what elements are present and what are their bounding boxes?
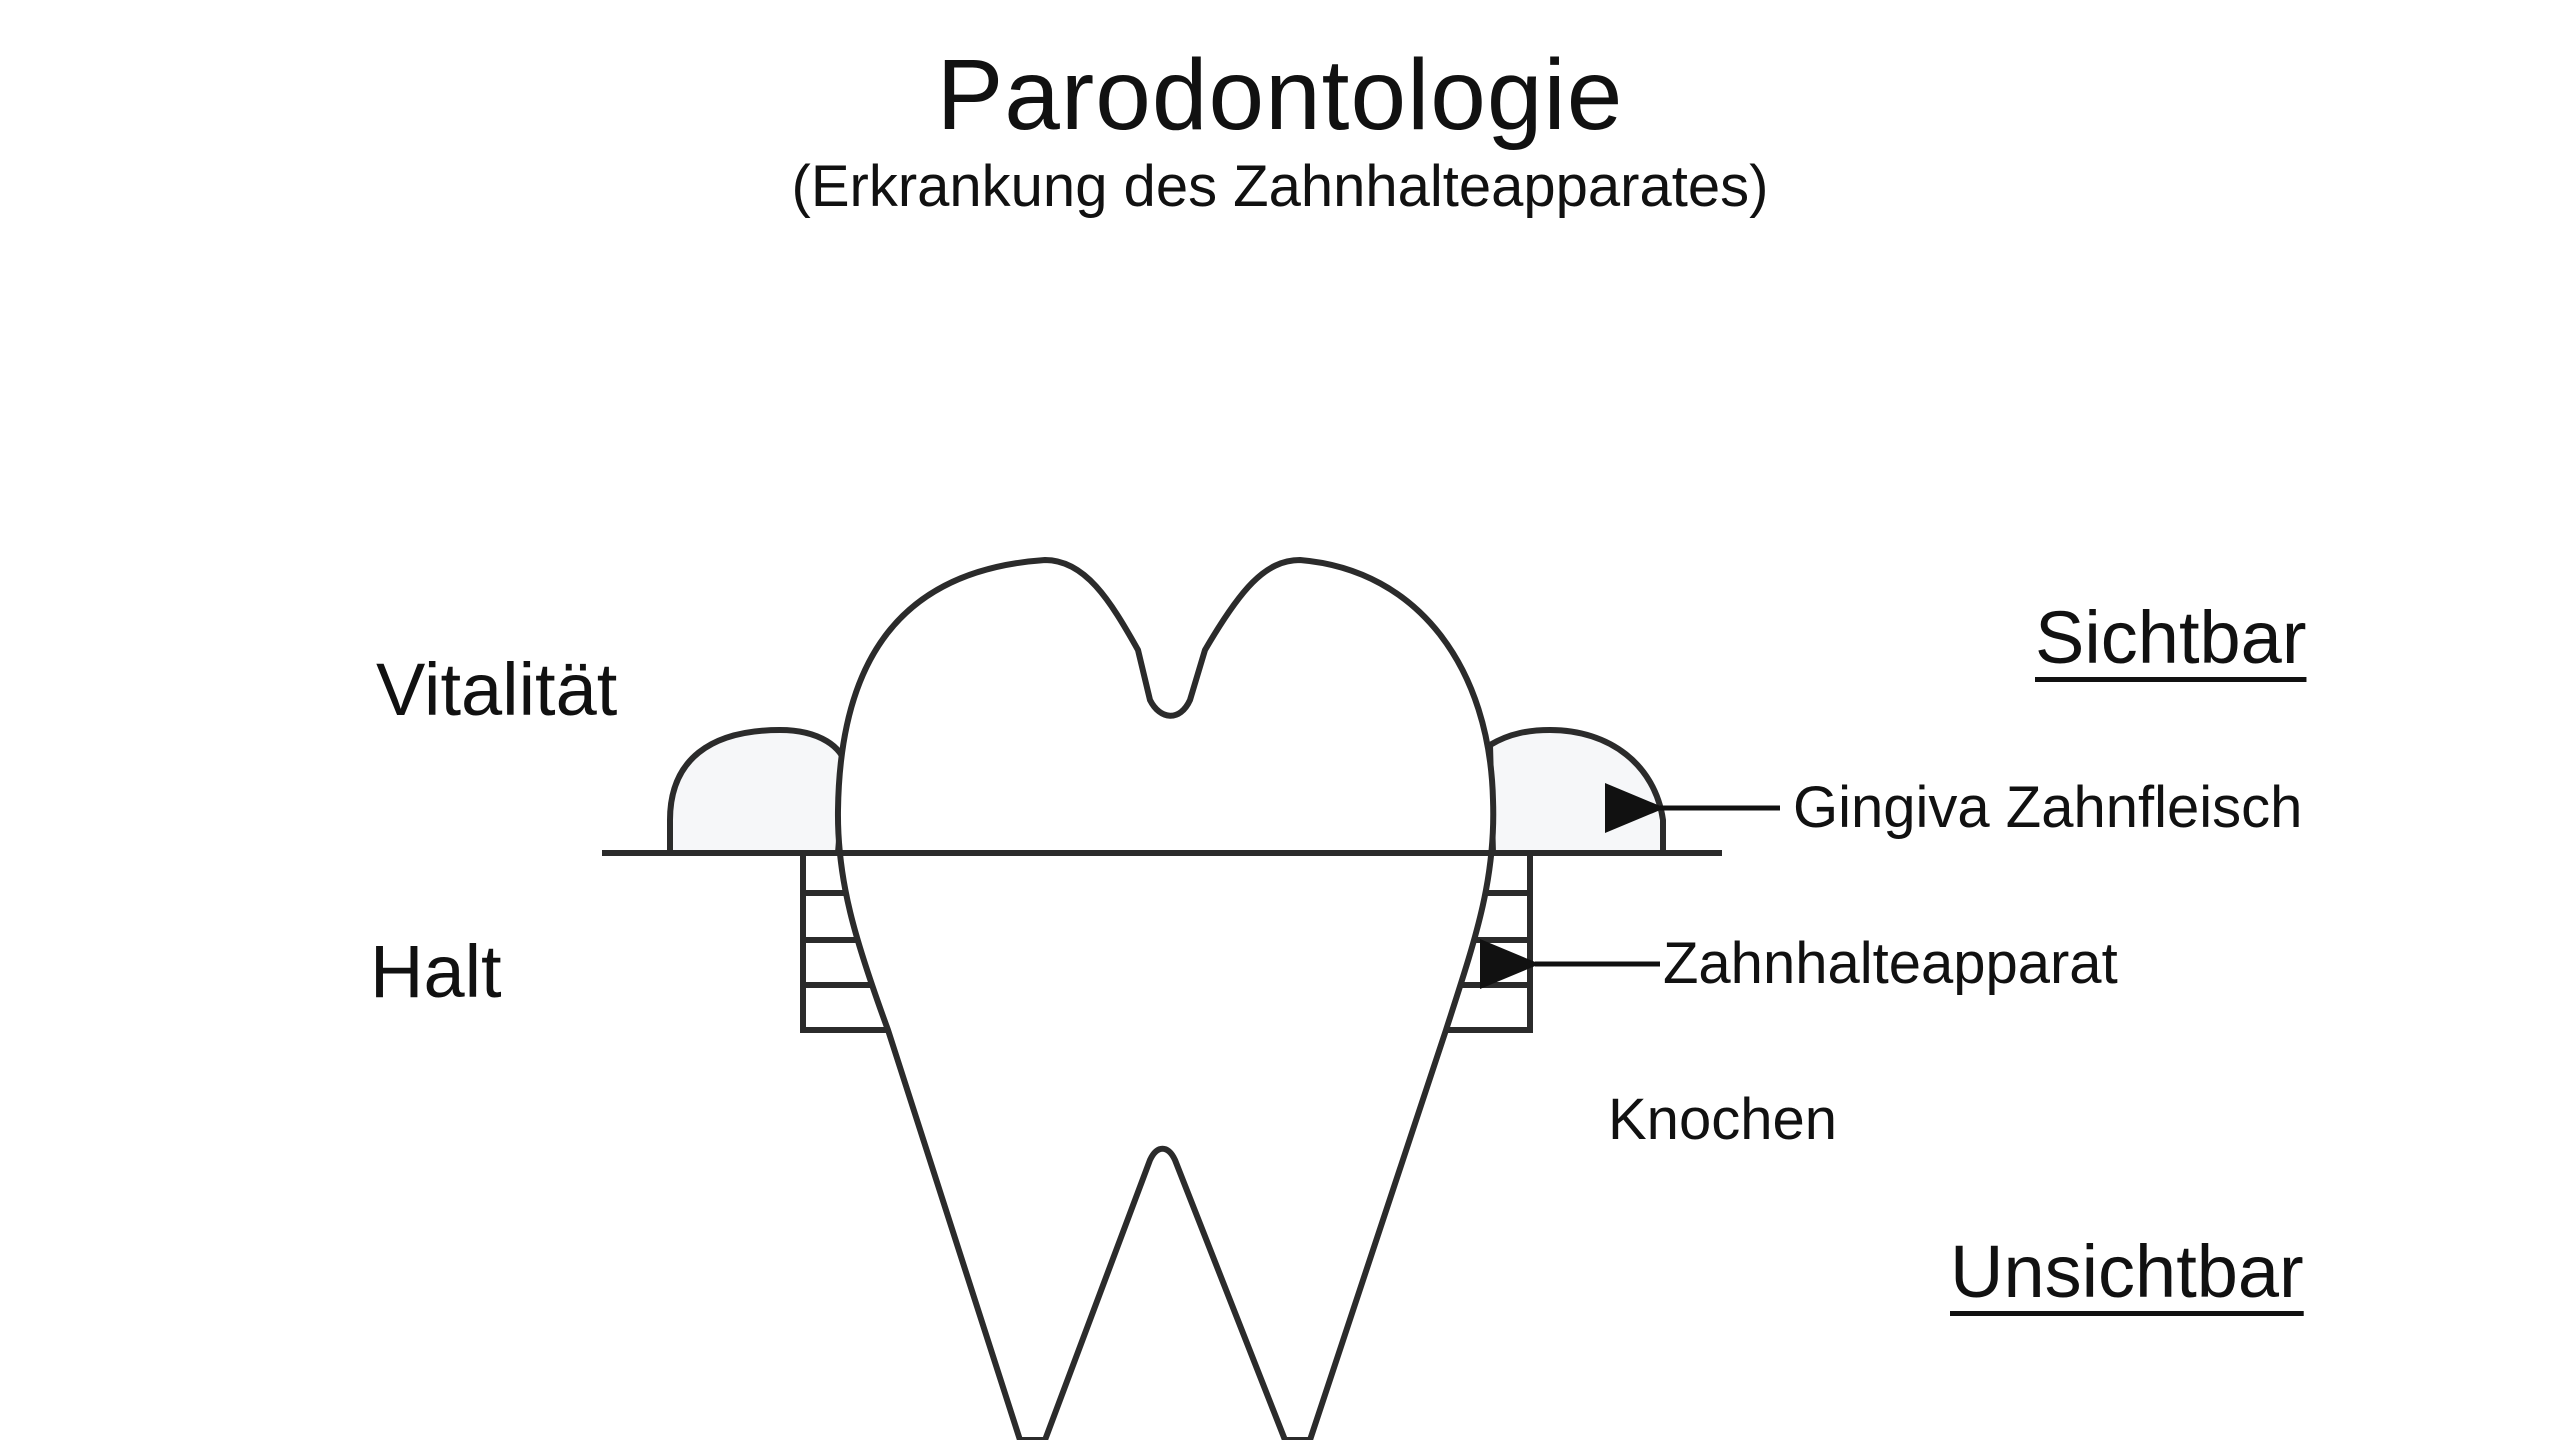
label-vitalitaet: Vitalität	[376, 648, 618, 731]
label-sichtbar: Sichtbar	[2035, 596, 2307, 679]
left-gum	[667, 727, 848, 856]
label-halt: Halt	[370, 930, 502, 1013]
page-subtitle: (Erkrankung des Zahnhalteapparates)	[791, 154, 1769, 219]
label-knochen: Knochen	[1608, 1087, 1837, 1152]
right-gum	[1487, 727, 1666, 856]
tooth-outline	[834, 557, 1497, 1440]
page-title: Parodontologie	[936, 39, 1624, 151]
left-ligament	[800, 853, 888, 1033]
label-zahnhalteapparat: Zahnhalteapparat	[1663, 931, 2118, 996]
label-gingiva: Gingiva Zahnfleisch	[1793, 775, 2303, 840]
label-unsichtbar: Unsichtbar	[1950, 1230, 2304, 1313]
